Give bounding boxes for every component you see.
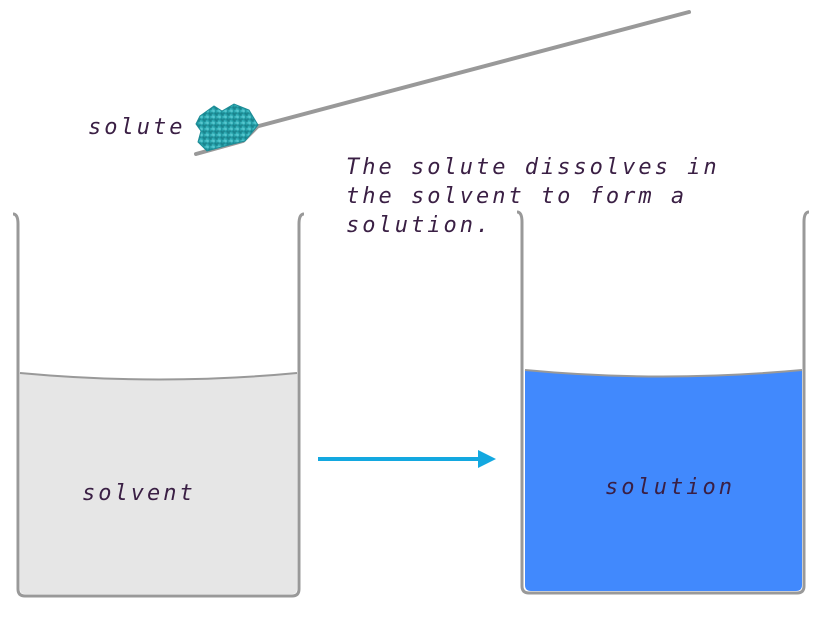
- arrow-head: [478, 450, 496, 468]
- caption-line-2: the solvent to form a: [346, 184, 688, 209]
- beaker-outline-right: [516, 210, 810, 595]
- solution-label: solution: [605, 475, 735, 500]
- solution-liquid: [525, 370, 802, 591]
- caption: The solute dissolves in the solvent to f…: [346, 153, 720, 240]
- solute-crystal: [195, 103, 259, 152]
- spatula-handle: [253, 10, 691, 129]
- solvent-meniscus: [19, 372, 298, 381]
- beaker-solvent: [12, 212, 305, 598]
- caption-line-1: The solute dissolves in: [346, 155, 720, 180]
- process-arrow: [318, 450, 496, 468]
- solvent-liquid: [20, 373, 297, 594]
- solvent-label: solvent: [82, 481, 196, 506]
- caption-line-3: solution.: [346, 213, 493, 238]
- spatula: [194, 10, 691, 156]
- solution-meniscus: [524, 369, 803, 378]
- solute-label: solute: [88, 115, 186, 140]
- beaker-solution: [516, 210, 810, 595]
- beaker-outline-left: [12, 212, 305, 598]
